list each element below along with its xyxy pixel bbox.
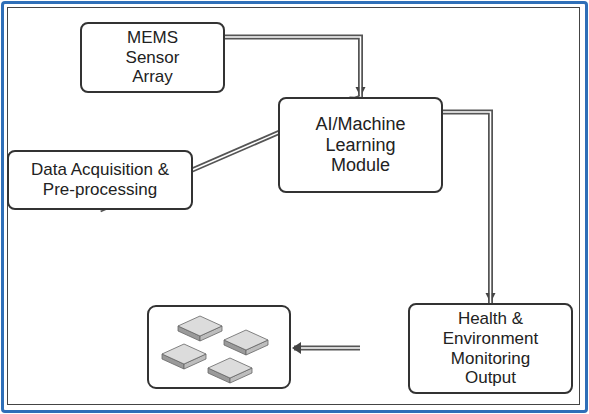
chip-icon xyxy=(224,330,268,350)
connector-arrow xyxy=(225,37,361,97)
box-label: Data Acquisition & Pre-processing xyxy=(20,160,180,199)
box-label: AI/Machine Learning Module xyxy=(298,114,423,176)
process-box: AI/Machine Learning Module xyxy=(278,97,443,193)
process-box: MEMS Sensor Array xyxy=(80,22,225,93)
chip-module-box xyxy=(148,306,290,388)
chip-icon xyxy=(162,344,206,364)
process-box: Data Acquisition & Pre-processing xyxy=(7,150,193,210)
process-box: Health & Environment Monitoring Output xyxy=(408,303,573,394)
connector-arrow xyxy=(443,112,491,303)
box-label: Health & Environment Monitoring Output xyxy=(432,309,550,387)
chip-link xyxy=(292,342,360,354)
chip-icon xyxy=(178,316,222,336)
box-label: MEMS Sensor Array xyxy=(108,28,198,87)
chip-icon xyxy=(208,358,252,378)
